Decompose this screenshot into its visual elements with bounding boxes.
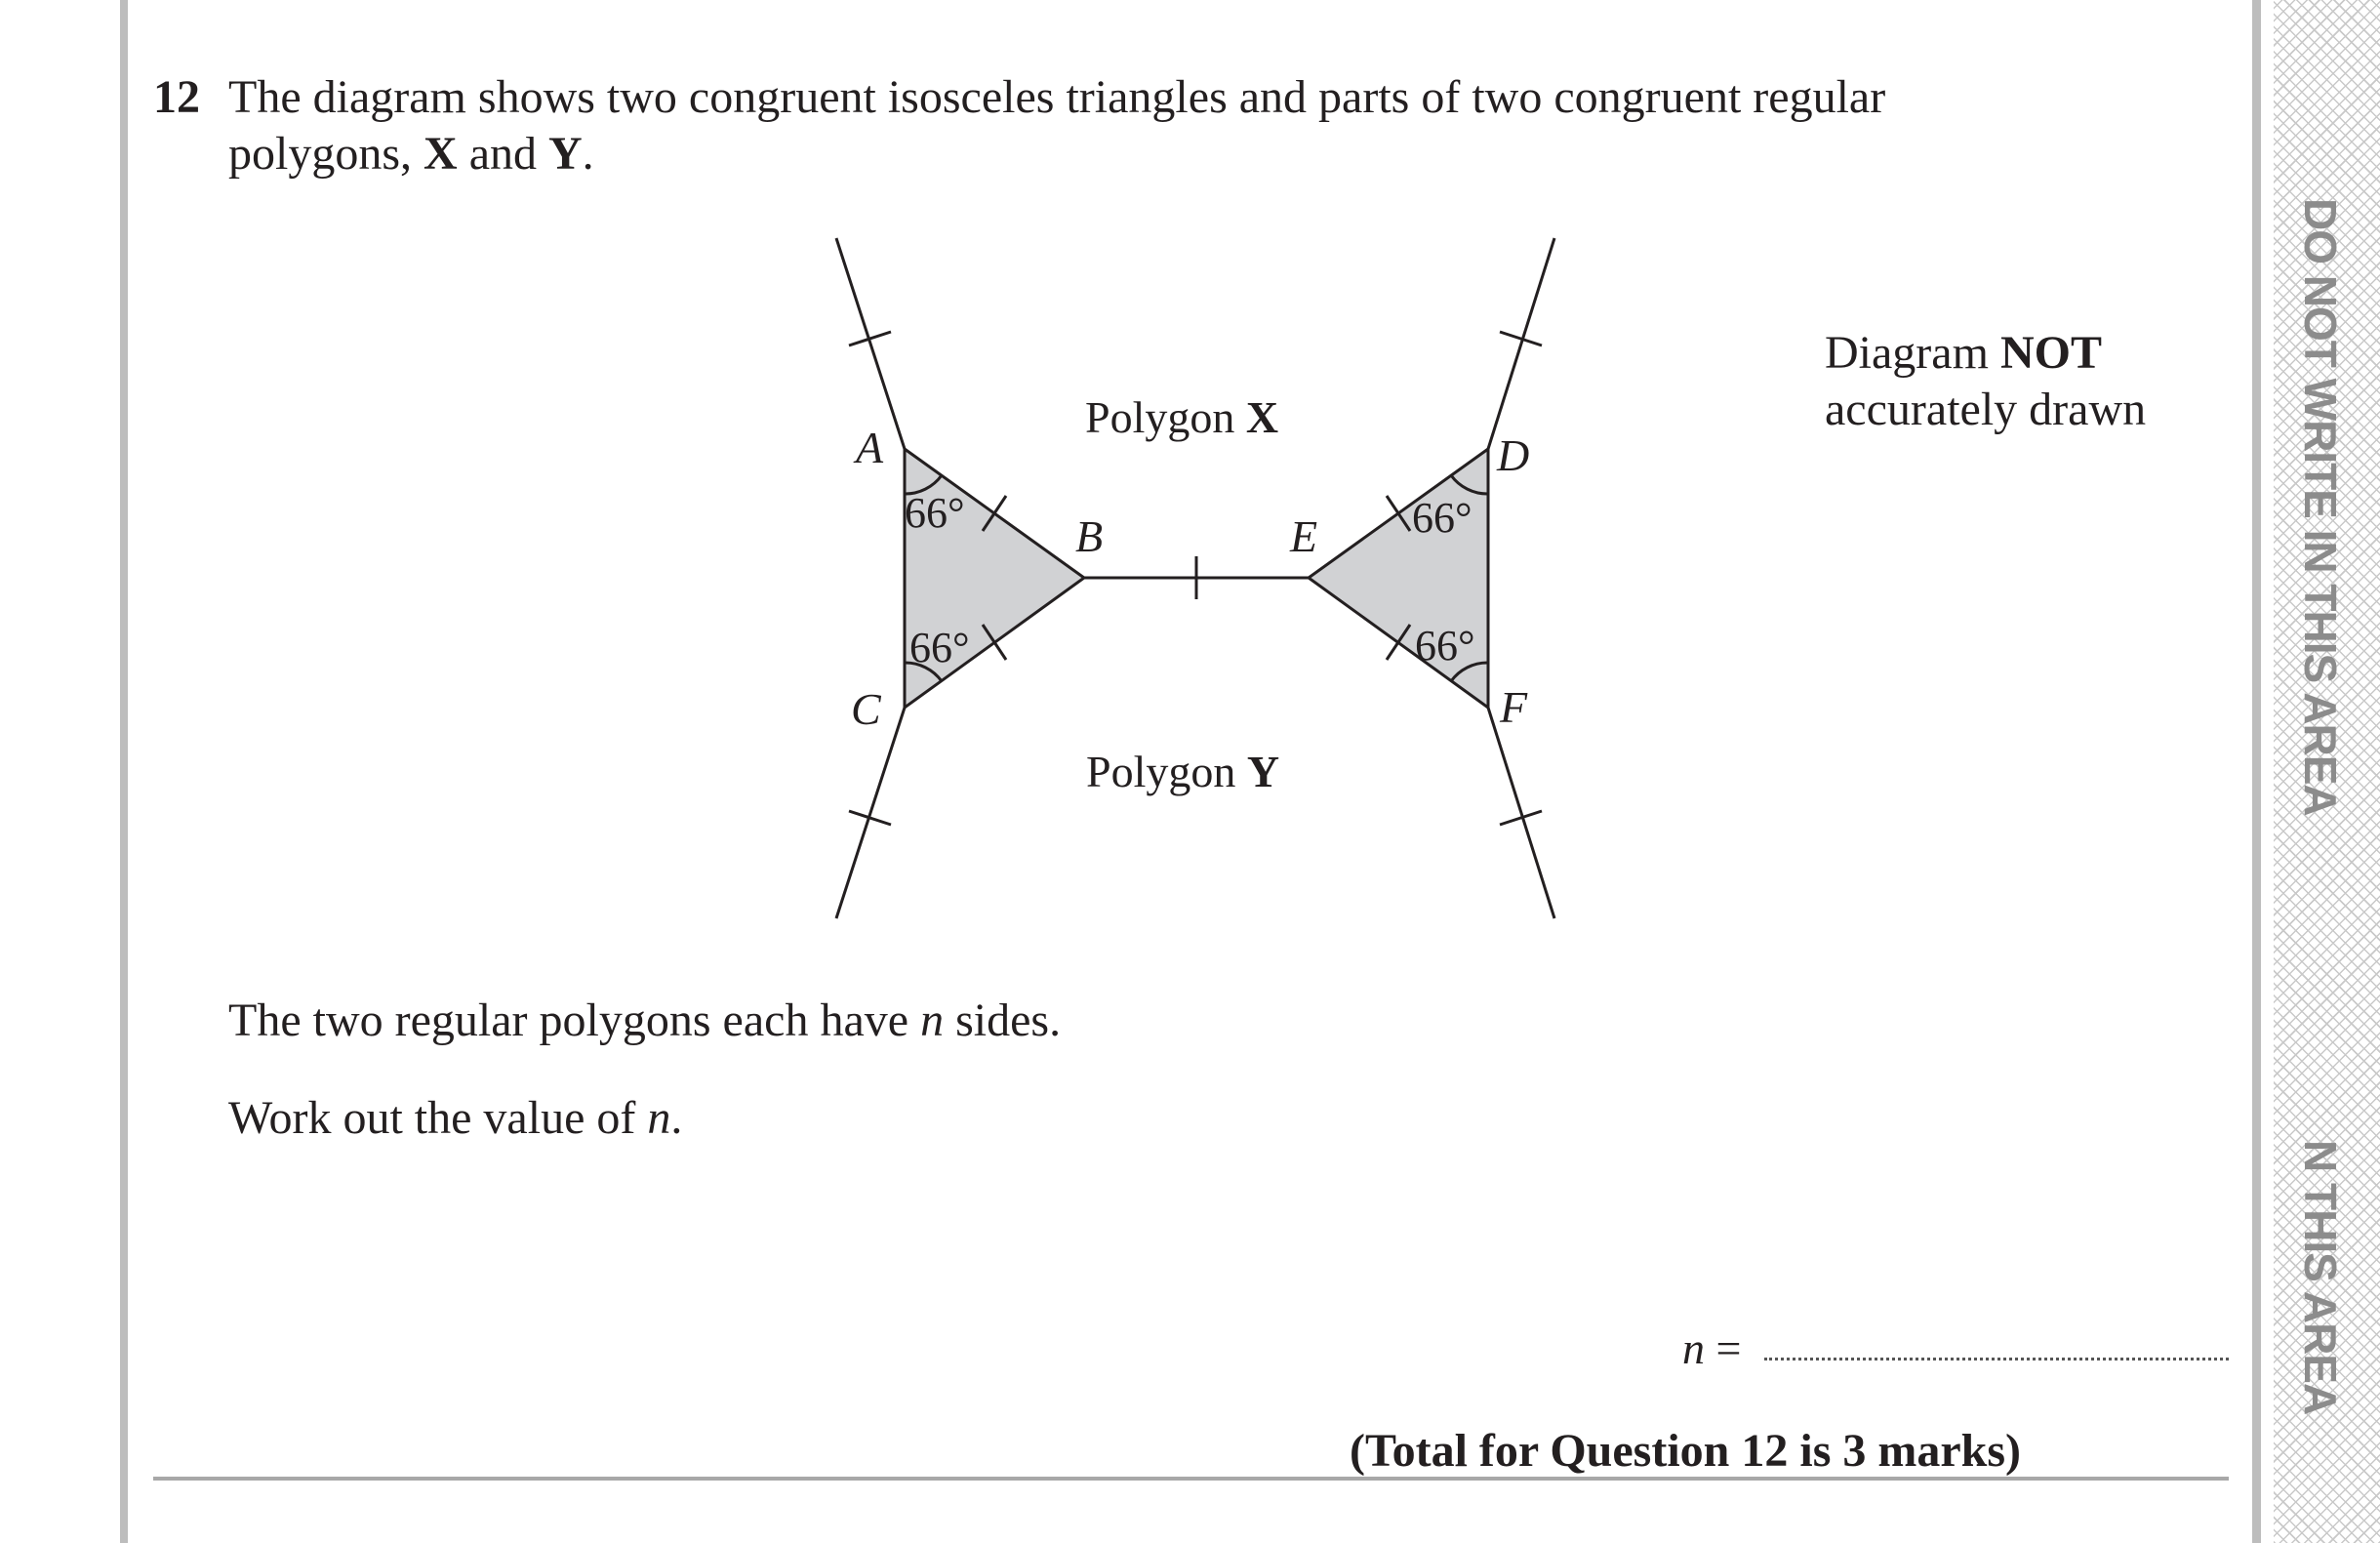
point-d-label: D [1496, 430, 1529, 480]
polygon-y-letter: Y [1247, 747, 1279, 796]
angle-label-c: 66° [909, 624, 970, 671]
diagram-note-line2: accurately drawn [1825, 384, 2147, 435]
body-text-suffix: sides. [944, 995, 1062, 1046]
point-e-label: E [1289, 511, 1317, 561]
tick-mark [848, 809, 892, 827]
line-f-down [1486, 707, 1556, 919]
polygon-y-word: Polygon [1086, 747, 1247, 796]
body-text-line2: Work out the value of n. [228, 1089, 682, 1148]
body-text-line1: The two regular polygons each have n sid… [228, 992, 1061, 1050]
tick-mark [981, 624, 1008, 661]
answer-label: n = [1682, 1320, 1741, 1378]
angle-arc-a [904, 474, 944, 496]
diagram-note-line1: Diagram NOT [1825, 324, 2102, 383]
point-c-label: C [851, 684, 882, 734]
question-text-line1: The diagram shows two congruent isoscele… [228, 71, 1886, 123]
question-divider [153, 1477, 2229, 1481]
body-text-suffix: . [670, 1092, 683, 1144]
polygon-y-ref: Y [548, 128, 583, 180]
tick-mark [848, 330, 892, 347]
polygon-x-label: Polygon X [1085, 392, 1278, 442]
tick-mark [1499, 330, 1543, 347]
margin-hatch-strip [2274, 0, 2380, 1543]
variable-n: n [647, 1092, 671, 1144]
body-text-prefix: The two regular polygons each have [228, 995, 921, 1046]
diagram-note-bold: NOT [1999, 327, 2102, 379]
angle-label-d: 66° [1412, 494, 1472, 542]
polygon-x-letter: X [1246, 392, 1278, 442]
tick-mark [1385, 624, 1412, 661]
tick-mark [981, 495, 1008, 532]
and-word: and [457, 128, 548, 180]
question-number: 12 [153, 71, 200, 123]
polygon-y-label: Polygon Y [1086, 747, 1279, 796]
tick-mark [1385, 495, 1412, 532]
point-f-label: F [1499, 682, 1528, 732]
line-d-up [1486, 237, 1556, 450]
total-marks: (Total for Question 12 is 3 marks) [1350, 1425, 2022, 1477]
answer-line[interactable] [1764, 1357, 2229, 1360]
answer-equals: = [1705, 1323, 1742, 1373]
angle-arc-c [904, 661, 944, 682]
body-text-prefix: Work out the value of [228, 1092, 648, 1144]
angle-label-f: 66° [1415, 622, 1475, 670]
line-a-up [834, 237, 907, 450]
angle-arc-f [1449, 661, 1489, 682]
polygon-x-ref: X [424, 128, 458, 180]
angle-label-a: 66° [905, 489, 965, 537]
page-right-border [2252, 0, 2261, 1543]
point-b-label: B [1075, 511, 1103, 561]
question-text-line2: polygons, X and Y. [228, 125, 594, 183]
question-text-prefix: polygons, [228, 128, 424, 180]
variable-n: n [920, 995, 945, 1046]
line-c-down [834, 707, 907, 919]
period: . [582, 128, 594, 180]
diagram-note-prefix: Diagram [1825, 327, 2000, 379]
polygon-x-word: Polygon [1085, 392, 1246, 442]
point-a-label: A [853, 423, 884, 472]
angle-arc-d [1449, 474, 1489, 496]
page-left-border [120, 0, 128, 1543]
tick-mark [1499, 809, 1543, 827]
answer-variable: n [1682, 1323, 1705, 1373]
